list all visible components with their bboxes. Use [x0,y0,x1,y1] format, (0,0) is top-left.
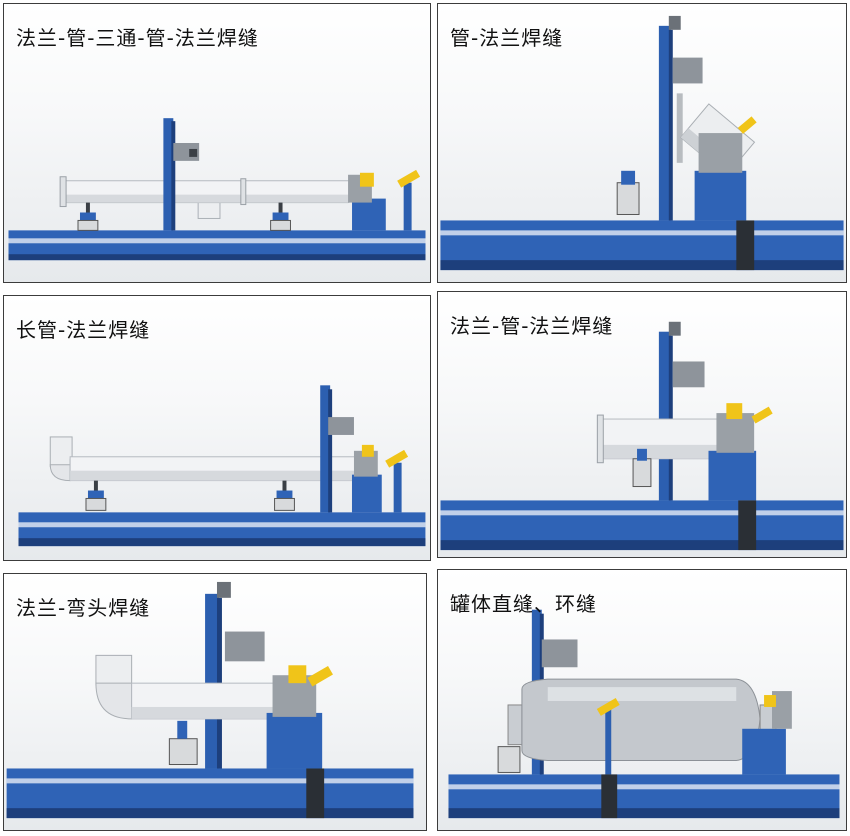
panel-flange-elbow: 法兰-弯头焊缝 [3,573,427,831]
welding-scene [6,581,414,819]
panel-title: 法兰-管-三通-管-法兰焊缝 [16,26,259,50]
panel-pipe-flange: 管-法兰焊缝 [437,3,847,283]
welding-scene [440,321,844,551]
welding-scene [18,385,426,547]
panel-flange-pipe-flange: 法兰-管-法兰焊缝 [437,291,847,558]
welding-scene [440,15,844,271]
panel-title: 罐体直缝、环缝 [450,592,597,616]
welding-scene [8,118,426,261]
panel-long-pipe-flange: 长管-法兰焊缝 [3,295,431,561]
panel-flange-pipe-tee-pipe-flange: 法兰-管-三通-管-法兰焊缝 [3,3,431,283]
panel-tank-seam: 罐体直缝、环缝 [437,569,847,831]
panel-title: 管-法兰焊缝 [450,26,564,50]
panel-title: 法兰-管-法兰焊缝 [450,314,614,338]
panel-title: 法兰-弯头焊缝 [16,596,151,620]
welding-scene [448,609,840,819]
panel-title: 长管-法兰焊缝 [16,318,151,342]
